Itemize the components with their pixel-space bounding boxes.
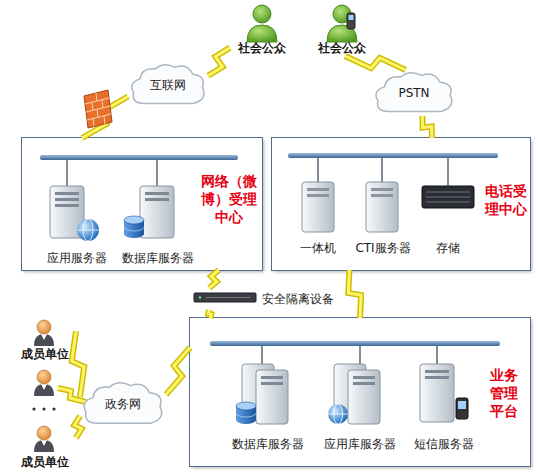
bus-drop [436,346,438,364]
storage-icon [422,186,474,208]
link-core [72,331,84,397]
lightning-link [74,416,81,438]
link-core [422,116,432,138]
member-person-icon [34,370,54,396]
link-outline [166,348,190,395]
all-in-one-icon [302,182,334,232]
node-label: 存储 [418,240,478,256]
node-label: 应用库服务器 [318,436,402,452]
lightning-link [208,310,211,318]
member-person-icon [34,426,54,452]
bus-drop [317,158,319,182]
node-label: 成员单位 [14,346,76,362]
sms-server-icon [420,364,468,422]
link-core [208,48,230,76]
database-server-icon [124,186,174,238]
database-server-icon [236,364,288,424]
firewall-icon [84,90,112,128]
server-node: 一体机 [288,176,348,256]
node-label: 社会公众 [230,40,294,56]
link-outline [209,270,219,288]
public-person: 社会公众 [230,0,294,56]
node-label: 一体机 [288,240,348,256]
center-box: 电话受理中心一体机CTI服务器存储 [272,138,530,270]
person-phone-icon [327,5,357,42]
link-outline [345,56,405,70]
ellipsis-dots [32,407,55,410]
link-core [208,310,211,318]
public-person: 社会公众 [310,0,374,56]
lightning-link [209,270,219,288]
node-label: 社会公众 [310,40,374,56]
platform-box: 业务管理平台数据库服务器应用库服务器短信服务器 [190,318,530,466]
network-bus [210,341,500,346]
link-outline [208,310,211,318]
lightning-link [348,270,361,318]
link-outline [72,331,84,397]
person-icon [247,5,277,42]
link-core [345,56,405,70]
network-cloud: 政务网 [80,380,166,428]
lightning-link [345,56,405,70]
link-core [348,270,361,318]
isolation-device: 安全隔离设备 [190,288,350,310]
member-person: 成员单位 [14,424,76,470]
bus-drop [156,160,158,186]
node-label: PSTN [372,85,456,101]
storage-node: 存储 [418,176,478,256]
network-bus [288,153,498,158]
server-node: 应用服务器 [40,178,114,266]
lightning-link [422,116,432,138]
node-label: 短信服务器 [406,436,482,452]
link-outline [74,416,81,438]
group-title: 电话受理中心 [484,182,528,218]
link-outline [422,116,432,138]
link-outline [348,270,361,318]
link-core [74,416,81,438]
server-node: 应用库服务器 [318,360,402,452]
link-core [209,270,219,288]
node-label: 政务网 [80,396,166,412]
server-node: CTI服务器 [350,176,416,256]
isolation-device-icon [194,293,256,302]
lightning-link [208,48,230,76]
link-core [166,348,190,395]
network-bus [40,155,238,160]
server-icon [50,186,99,241]
node-label: 数据库服务器 [226,436,310,452]
center-box: 网络（微博）受理中心应用服务器数据库服务器 [22,138,262,270]
group-title: 网络（微博）受理中心 [200,172,258,226]
server-node: 数据库服务器 [116,178,200,266]
node-label: 数据库服务器 [116,250,200,266]
member-person-icon [34,320,54,346]
network-cloud: PSTN [372,70,456,116]
node-label: CTI服务器 [350,240,416,256]
app-server-icon [328,364,380,424]
server-node: 短信服务器 [406,360,482,452]
cti-server-icon [366,182,398,232]
server-node: 数据库服务器 [226,360,310,452]
node-label: 安全隔离设备 [262,291,350,307]
bus-drop [381,158,383,182]
member-person: 成员单位 [14,318,76,362]
link-outline [208,48,230,76]
lightning-link [166,348,190,395]
bus-drop [447,158,449,186]
node-label: 成员单位 [14,454,76,470]
node-label: 应用服务器 [40,250,114,266]
lightning-link [72,331,84,397]
network-cloud: 互联网 [128,62,208,108]
node-label: 互联网 [128,77,208,93]
bus-drop [66,160,68,186]
group-title: 业务管理平台 [488,366,520,420]
